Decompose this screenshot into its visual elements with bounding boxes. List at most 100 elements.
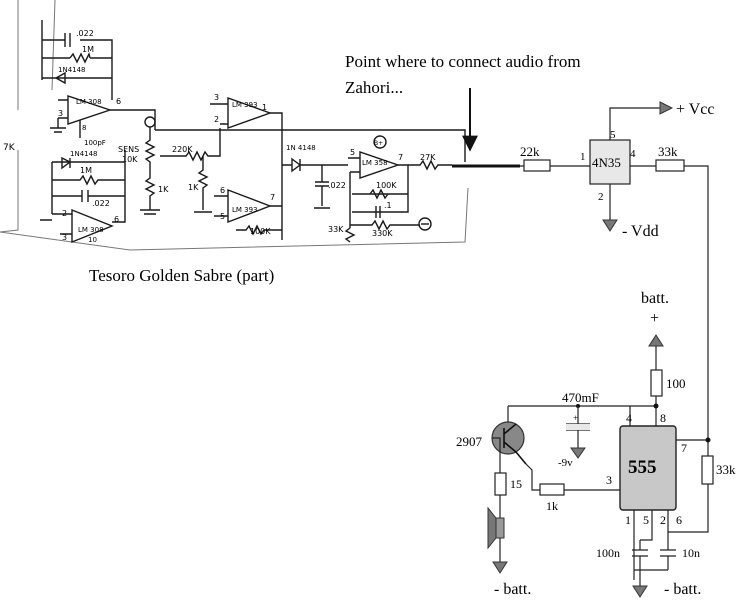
- vdd-arrow-icon: [602, 219, 618, 232]
- label-1n4148-mid: 1N 4148: [286, 144, 316, 152]
- label-pin2-e: 2: [62, 209, 67, 218]
- wire-vcc: [609, 107, 660, 140]
- res-1k-b: [194, 156, 212, 213]
- label-pin3-e: 3: [62, 233, 67, 242]
- label-10n: 10n: [682, 546, 700, 560]
- label-vdd: - Vdd: [622, 223, 659, 240]
- res-27k: [408, 159, 452, 171]
- label-100k-a: 100K: [376, 181, 397, 190]
- wire-pin1-pin5: [633, 510, 653, 580]
- caption-tesoro: Tesoro Golden Sabre (part): [89, 266, 274, 285]
- label-22k: 22k: [520, 144, 540, 159]
- cap-022-mid: [314, 165, 330, 209]
- sens-pot: [140, 127, 160, 215]
- resistor-1k: [539, 483, 565, 496]
- label-022-low: .022: [92, 199, 110, 208]
- opamp-358: [359, 151, 401, 179]
- label-330k: 330K: [372, 229, 393, 238]
- label-022-mid: .022: [328, 181, 346, 190]
- ground-308: [50, 127, 66, 133]
- label-100: 100: [666, 376, 686, 391]
- diode-mid: [282, 157, 348, 173]
- label-pin2-b: 2: [214, 115, 219, 124]
- res-100k-b: [236, 224, 282, 236]
- cap-plus-sign: +: [573, 413, 578, 423]
- label-vcc: + Vcc: [676, 101, 715, 118]
- top-feedback-wires: [41, 20, 113, 100]
- label-1n4148-low: 1N4148: [70, 150, 98, 158]
- label-33k-top: 33k: [658, 144, 678, 159]
- opamp-308-low: [71, 208, 114, 244]
- label-p8: 8: [660, 411, 666, 425]
- bplus-terminal-icon: [373, 135, 387, 149]
- resistor-100: [650, 369, 663, 397]
- timer-555: [619, 425, 677, 511]
- batt-plus-arrow-icon: [648, 334, 664, 347]
- label-33k-right: 33k: [716, 462, 736, 477]
- label-pin3-b: 3: [214, 93, 219, 102]
- label-555: 555: [628, 457, 657, 478]
- label-opto-pin4: 4: [630, 148, 636, 160]
- label-opto-pin1: 1: [580, 151, 586, 163]
- speaker-icon: [495, 517, 505, 539]
- label-lm393-bottom: LM 393: [232, 206, 258, 214]
- capacitor-10n: [634, 532, 676, 571]
- label-1k-b: 1K: [188, 183, 199, 192]
- pcb-trace: [51, 0, 56, 91]
- capacitor-100n: [632, 540, 648, 570]
- label-plus: +: [650, 310, 659, 327]
- label-batt-minus-right: - batt.: [664, 581, 701, 598]
- label-7k: 7K: [3, 143, 16, 153]
- label-lm308-top: LM 308: [76, 98, 102, 106]
- label-100k-b: 100K: [250, 227, 271, 236]
- opamp-308-top-wires: [57, 99, 156, 138]
- label-100pf: 100pF: [84, 139, 106, 147]
- label-opto-pin5: 5: [610, 129, 616, 141]
- opamp-358-wires: [348, 157, 409, 228]
- label-pin6-e: 6: [114, 215, 119, 224]
- label-p6: 6: [676, 513, 682, 527]
- res-330k: [350, 219, 420, 231]
- comparator-393-bottom-wires: [214, 145, 283, 240]
- label-1k: 1k: [546, 499, 558, 513]
- label-p4: 4: [626, 411, 632, 425]
- res-1m-top: [69, 51, 91, 64]
- neg9-arrow-icon: [570, 447, 586, 459]
- label-lm308-low: LM 308: [78, 226, 104, 234]
- label-220k: 220K: [172, 145, 193, 154]
- capacitor-470-fill: [566, 424, 590, 430]
- label-27k: 27K: [420, 153, 436, 162]
- label-p7: 7: [681, 441, 687, 455]
- resistor-33k-right: [701, 455, 714, 485]
- label-pin10: 10: [88, 236, 97, 244]
- opamp-308-low-wires: [40, 213, 72, 235]
- cap-022-top: [64, 33, 71, 47]
- lower-feedback-network: [51, 156, 125, 214]
- minus-terminal-icon: [418, 217, 432, 231]
- label-1m-top: 1M: [82, 45, 94, 54]
- label-1n4148-top: 1N4148: [58, 66, 86, 74]
- annotation-line2: Zahori...: [345, 78, 403, 97]
- plus-terminal-icon: [144, 116, 156, 128]
- resistor-22k: [523, 159, 551, 172]
- label-p5: 5: [643, 513, 649, 527]
- comparator-393-bottom: [227, 188, 272, 224]
- label-c1: .1: [384, 201, 392, 210]
- label-batt-plus: batt.: [641, 290, 669, 307]
- label-2907: 2907: [456, 434, 483, 449]
- comparator-393-top-wires: [210, 103, 283, 145]
- label-pin5-c: 5: [220, 212, 225, 221]
- label-1k-a: 1K: [158, 185, 169, 194]
- transistor-wires: [492, 406, 509, 470]
- label-pin7-c: 7: [270, 193, 275, 202]
- opamp-308-top: [67, 95, 113, 125]
- comparator-393-top: [227, 97, 273, 129]
- pcb-outline: [0, 0, 469, 251]
- label-sens: SENS: [118, 145, 139, 154]
- node-top-rail: [653, 403, 659, 409]
- batt-minus-left-arrow-icon: [492, 561, 508, 574]
- res-33k-sketch: [344, 227, 356, 243]
- res-100k-a: [369, 188, 389, 200]
- label-1m-low: 1M: [80, 166, 92, 175]
